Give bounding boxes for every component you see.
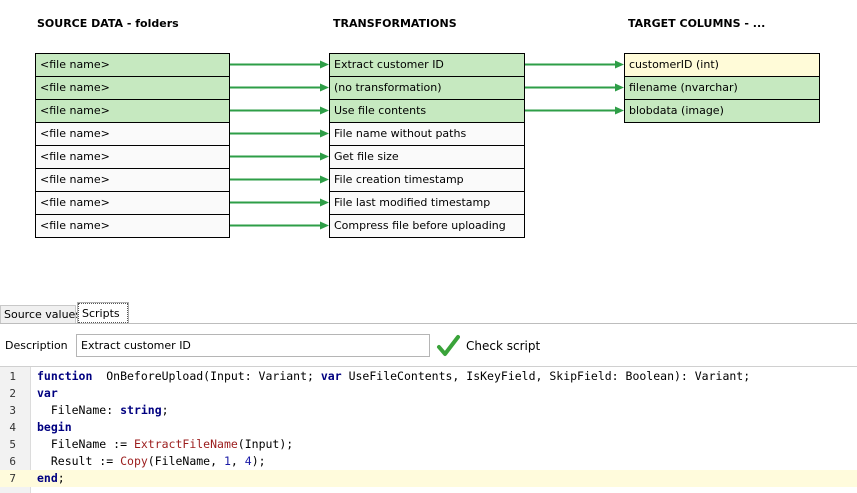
script-editor[interactable]: 1 function OnBeforeUpload(Input: Variant;…	[0, 366, 857, 493]
transform-row-4[interactable]: File name without paths	[329, 122, 525, 146]
code-line[interactable]: 4 begin	[0, 419, 857, 436]
transform-row-5[interactable]: Get file size	[329, 145, 525, 169]
source-row-4[interactable]: <file name>	[35, 122, 230, 146]
transform-row-8[interactable]: Compress file before uploading	[329, 214, 525, 238]
arrow-transform-to-target-1	[525, 60, 624, 69]
code-line[interactable]: 7 end;	[0, 470, 857, 487]
code-token: end	[37, 471, 58, 485]
source-row-8[interactable]: <file name>	[35, 214, 230, 238]
checkmark-icon	[437, 335, 460, 356]
target-row-1[interactable]: customerID (int)	[624, 53, 820, 77]
code-token: 4	[244, 454, 252, 468]
target-header: TARGET COLUMNS - ...	[628, 17, 766, 30]
arrow-source-to-transform-8	[230, 221, 329, 230]
transformations-header: TRANSFORMATIONS	[333, 17, 457, 30]
arrow-source-to-transform-5	[230, 152, 329, 161]
code-token: var	[320, 369, 342, 383]
arrow-source-to-transform-7	[230, 198, 329, 207]
code-token: var	[37, 386, 58, 400]
source-row-2[interactable]: <file name>	[35, 76, 230, 100]
code-token: begin	[37, 420, 72, 434]
code-token: Copy	[120, 454, 148, 468]
arrow-transform-to-target-2	[525, 83, 624, 92]
code-line[interactable]: 1 function OnBeforeUpload(Input: Variant;…	[0, 368, 857, 385]
arrow-source-to-transform-4	[230, 129, 329, 138]
transform-row-1[interactable]: Extract customer ID	[329, 53, 525, 77]
code-token: ExtractFileName	[133, 437, 238, 451]
code-token: OnBeforeUpload(Input: Variant;	[92, 369, 321, 383]
check-script-label: Check script	[466, 339, 541, 353]
code-text: FileName := ExtractFileName(Input);	[37, 436, 293, 453]
code-token: FileName :=	[37, 437, 134, 451]
code-token: UseFileContents, IsKeyField, SkipField: …	[341, 369, 751, 383]
target-row-3[interactable]: blobdata (image)	[624, 99, 820, 123]
description-label: Description	[5, 339, 68, 352]
arrow-source-to-transform-3	[230, 106, 329, 115]
line-number: 3	[9, 404, 16, 417]
code-token: FileName:	[37, 403, 121, 417]
arrow-transform-to-target-3	[525, 106, 624, 115]
code-token: ,	[230, 454, 245, 468]
code-line[interactable]: 6 Result := Copy(FileName, 1, 4);	[0, 453, 857, 470]
code-token: Result :=	[37, 454, 121, 468]
line-number: 2	[9, 387, 16, 400]
code-line[interactable]: 2 var	[0, 385, 857, 402]
line-number: 5	[9, 438, 16, 451]
code-text: Result := Copy(FileName, 1, 4);	[37, 453, 266, 470]
code-text: var	[37, 385, 58, 402]
code-token: 1	[223, 454, 231, 468]
code-text: end;	[37, 470, 65, 487]
code-line[interactable]: 3 FileName: string;	[0, 402, 857, 419]
code-token: function	[37, 369, 93, 383]
line-number: 4	[9, 421, 16, 434]
code-text: begin	[37, 419, 72, 436]
arrow-source-to-transform-1	[230, 60, 329, 69]
source-header: SOURCE DATA - folders	[37, 17, 179, 30]
code-token: (Input);	[237, 437, 294, 451]
transform-row-7[interactable]: File last modified timestamp	[329, 191, 525, 215]
line-number: 6	[9, 455, 16, 468]
line-number: 7	[9, 472, 16, 485]
mapping-arrows	[230, 60, 624, 230]
check-script-button[interactable]: Check script	[436, 333, 540, 359]
tab-divider	[0, 323, 857, 324]
source-row-3[interactable]: <file name>	[35, 99, 230, 123]
transform-row-2[interactable]: (no transformation)	[329, 76, 525, 100]
code-text: function OnBeforeUpload(Input: Variant; …	[37, 368, 750, 385]
tab-source-values[interactable]: Source values	[0, 305, 81, 323]
transform-row-6[interactable]: File creation timestamp	[329, 168, 525, 192]
code-line[interactable]: 5 FileName := ExtractFileName(Input);	[0, 436, 857, 453]
source-row-5[interactable]: <file name>	[35, 145, 230, 169]
code-token: );	[251, 454, 266, 468]
arrow-source-to-transform-6	[230, 175, 329, 184]
code-token: (FileName,	[147, 454, 224, 468]
tab-scripts[interactable]: Scripts	[77, 302, 129, 324]
code-token: string	[120, 403, 162, 417]
code-token: ;	[161, 403, 169, 417]
line-number: 1	[9, 370, 16, 383]
arrow-source-to-transform-2	[230, 83, 329, 92]
code-text: FileName: string;	[37, 402, 169, 419]
code-token: ;	[57, 471, 65, 485]
description-input[interactable]	[76, 334, 430, 357]
